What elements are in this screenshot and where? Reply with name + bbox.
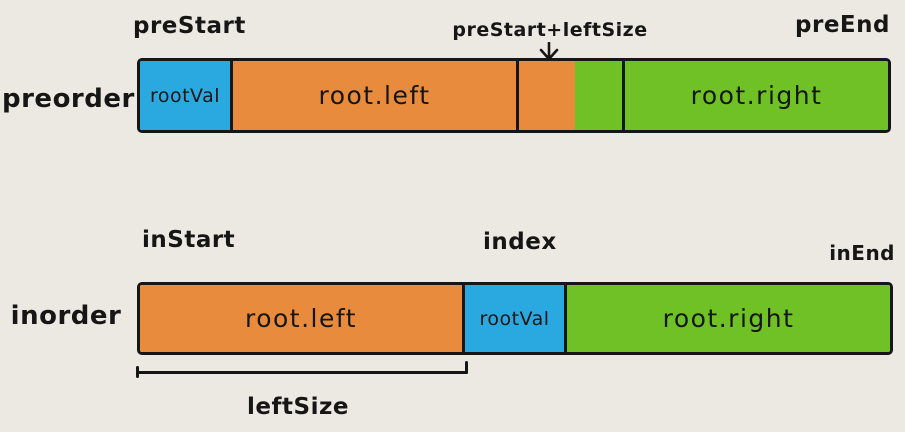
inorder-array-bar: root.left rootVal root.right [137,282,893,355]
prestart-pointer-label: preStart [133,13,246,39]
inorder-rootval-segment: rootVal [465,285,567,352]
preorder-rootleft-segment: root.left [233,61,519,130]
prestart-plus-leftsize-pointer-label: preStart+leftSize [452,19,648,41]
inorder-rootright-segment-label: root.right [662,304,795,333]
preorder-rootright-segment-label: root.right [690,81,823,110]
inend-pointer-label: inEnd [829,241,895,265]
instart-pointer-label: inStart [142,227,236,253]
leftsize-measure-bracket [136,361,468,378]
leftsize-label: leftSize [247,394,349,420]
preorder-rootleft-segment-label: root.left [318,81,431,110]
preorder-right-start-segment [575,61,625,130]
preorder-rootval-segment: rootVal [140,61,233,130]
index-pointer-label: index [483,229,557,255]
inorder-rootleft-segment: root.left [140,285,465,352]
inorder-row-label: inorder [10,301,122,331]
preorder-array-bar: rootVal root.left root.right [137,58,891,133]
preend-pointer-label: preEnd [795,12,890,38]
preorder-rootright-segment: root.right [625,61,888,130]
preorder-leftsize-boundary-segment [519,61,575,130]
preorder-rootval-segment-label: rootVal [149,84,221,107]
preorder-row-label: preorder [2,84,135,114]
inorder-rootright-segment: root.right [567,285,890,352]
measure-right-tick [465,361,468,374]
inorder-rootleft-segment-label: root.left [244,304,358,333]
inorder-rootval-segment-label: rootVal [479,307,550,330]
measure-line [136,371,468,374]
